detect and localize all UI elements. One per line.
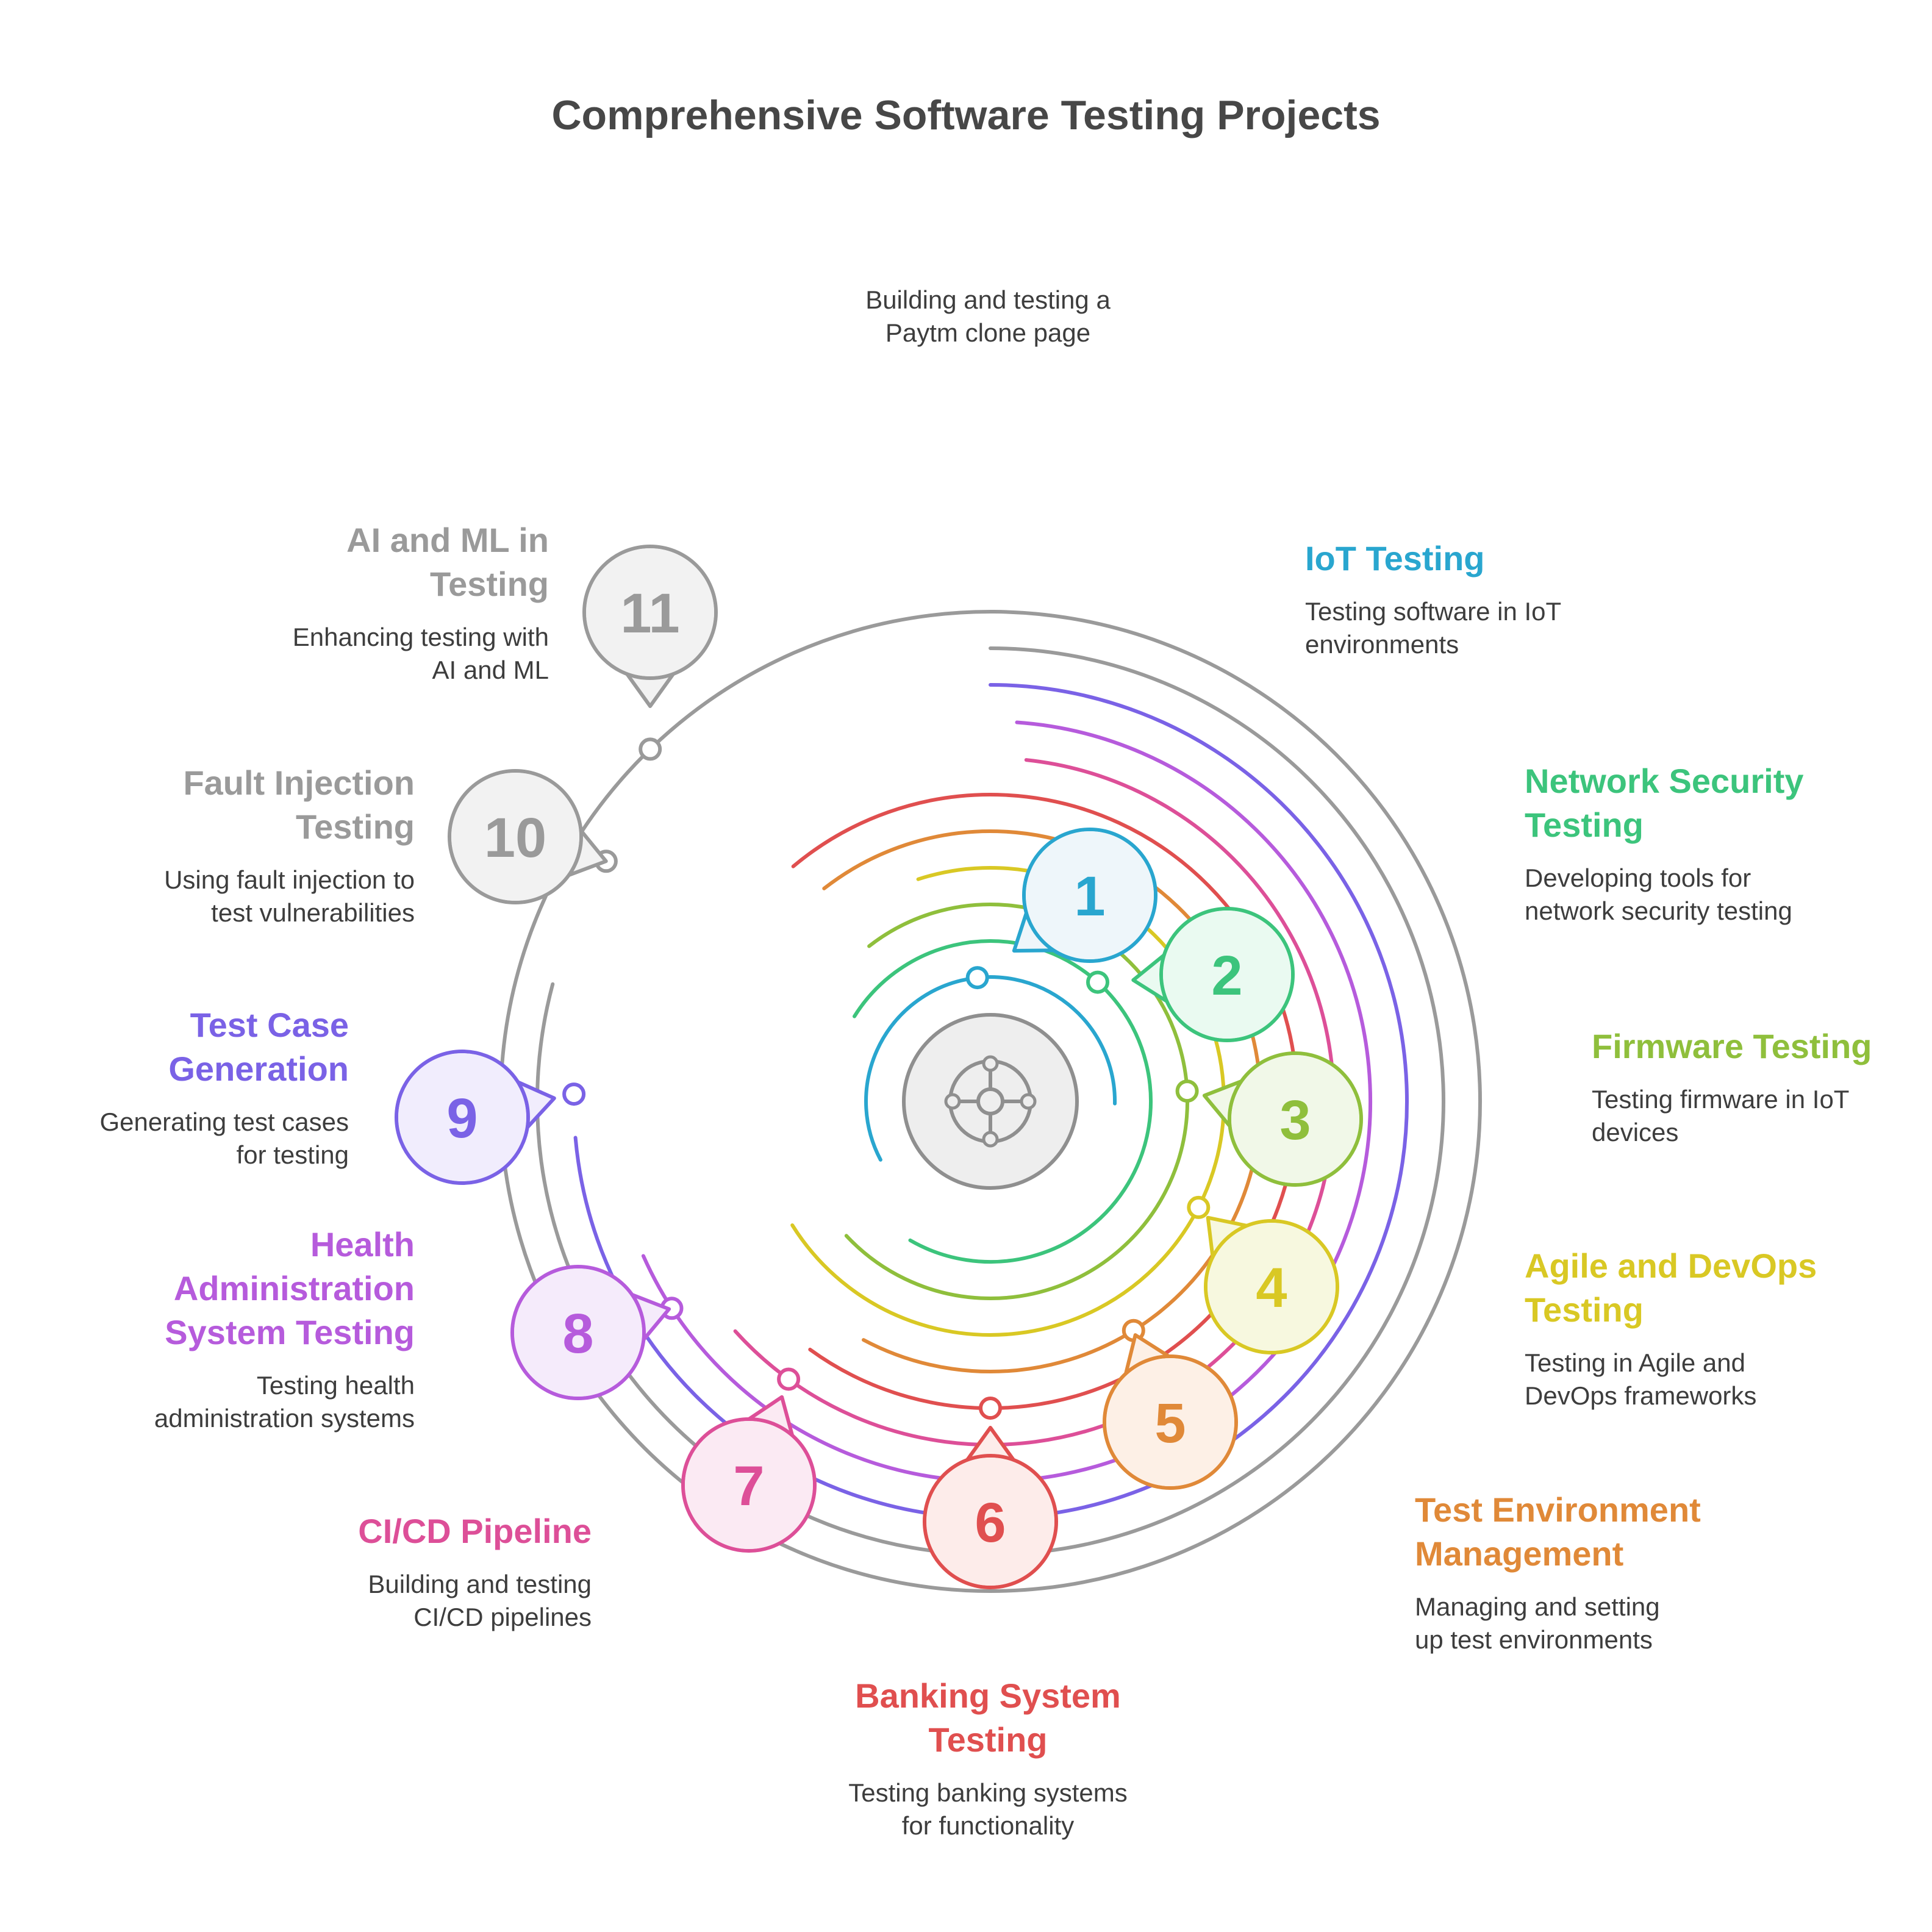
bubble-fill xyxy=(1106,1358,1234,1486)
label-item-6: Banking System Testing Testing banking s… xyxy=(793,1674,1183,1842)
label-desc: Enhancing testing with AI and ML xyxy=(292,623,549,684)
page-title: Comprehensive Software Testing Projects xyxy=(551,92,1381,138)
bubble-5: 5 xyxy=(1103,1333,1238,1490)
bubble-fill xyxy=(398,1053,526,1181)
ring-marker-2 xyxy=(1086,970,1109,994)
paytm-note: Building and testing a Paytm clone page xyxy=(817,284,1159,349)
ring-arc-2 xyxy=(853,939,1153,1264)
bubble-3: 3 xyxy=(1202,1051,1363,1187)
outer-ring-arc xyxy=(528,610,1482,1593)
bubble-fill xyxy=(1163,911,1291,1039)
bubble-fill xyxy=(451,773,579,901)
bubble-fill xyxy=(926,1458,1054,1586)
ring-arc-1 xyxy=(864,975,1117,1162)
label-item-11: AI and ML in Testing Enhancing testing w… xyxy=(183,518,549,687)
ring-marker-11 xyxy=(639,737,662,761)
ring-marker-4 xyxy=(1187,1195,1211,1219)
bubble-9: 9 xyxy=(395,1050,556,1185)
label-title: Agile and DevOps Testing xyxy=(1525,1247,1817,1329)
label-item-2: Network Security Testing Developing tool… xyxy=(1525,759,1915,928)
bubble-fill xyxy=(586,548,714,676)
bubble-number: 8 xyxy=(562,1303,593,1365)
bubble-number: 11 xyxy=(620,582,679,645)
hub-icon xyxy=(902,1013,1079,1190)
label-title: Test Environment Management xyxy=(1415,1490,1701,1573)
label-item-4: Agile and DevOps Testing Testing in Agil… xyxy=(1525,1244,1915,1412)
paytm-note-text: Building and testing a Paytm clone page xyxy=(865,285,1111,347)
bubble-number: 7 xyxy=(733,1455,764,1517)
ring-marker-3 xyxy=(1175,1079,1199,1103)
bubble-number: 5 xyxy=(1154,1392,1186,1454)
label-item-1: IoT Testing Testing software in IoT envi… xyxy=(1305,537,1793,661)
bubble-number: 10 xyxy=(484,807,546,869)
label-title: Health Administration System Testing xyxy=(165,1225,415,1351)
label-item-10: Fault Injection Testing Using fault inje… xyxy=(61,761,415,929)
bubble-7: 7 xyxy=(681,1395,817,1553)
bubble-6: 6 xyxy=(923,1426,1058,1589)
bubbles-layer: 1 2 3 4 5 6 7 8 9 10 11 xyxy=(395,545,1363,1589)
bubble-fill xyxy=(685,1421,813,1549)
label-desc: Developing tools for network security te… xyxy=(1525,864,1792,925)
bubble-number: 4 xyxy=(1256,1257,1287,1319)
bubble-fill xyxy=(1026,831,1154,959)
label-desc: Managing and setting up test environment… xyxy=(1415,1592,1660,1654)
label-title: Banking System Testing xyxy=(855,1676,1121,1759)
ring-marker-6 xyxy=(979,1397,1002,1420)
label-title: CI/CD Pipeline xyxy=(358,1512,592,1550)
label-item-5: Test Environment Management Managing and… xyxy=(1415,1488,1842,1656)
bubble-4: 4 xyxy=(1204,1215,1339,1354)
ring-arc-3 xyxy=(844,903,1189,1300)
label-desc: Testing firmware in IoT devices xyxy=(1592,1085,1850,1147)
label-title: AI and ML in Testing xyxy=(346,521,549,603)
bubble-fill xyxy=(514,1268,642,1397)
label-desc: Building and testing CI/CD pipelines xyxy=(368,1570,592,1631)
ring-marker-7 xyxy=(777,1367,801,1391)
bubble-8: 8 xyxy=(510,1265,671,1400)
label-desc: Testing software in IoT environments xyxy=(1305,597,1562,659)
bubble-number: 6 xyxy=(975,1492,1006,1554)
bubble-fill xyxy=(1231,1055,1359,1183)
label-item-8: Health Administration System Testing Tes… xyxy=(49,1223,415,1435)
label-desc: Testing banking systems for functionalit… xyxy=(848,1778,1128,1840)
label-item-3: Firmware Testing Testing firmware in IoT… xyxy=(1592,1025,1921,1149)
label-item-9: Test Case Generation Generating test cas… xyxy=(37,1003,349,1172)
bubble-11: 11 xyxy=(582,545,718,708)
ring-arc-9 xyxy=(573,683,1409,1520)
label-title: Network Security Testing xyxy=(1525,762,1804,844)
ring-marker-1 xyxy=(965,966,989,990)
bubble-number: 1 xyxy=(1074,865,1105,928)
label-title: IoT Testing xyxy=(1305,539,1485,578)
label-item-7: CI/CD Pipeline Building and testing CI/C… xyxy=(256,1509,592,1634)
bubble-number: 3 xyxy=(1279,1089,1311,1151)
label-title: Firmware Testing xyxy=(1592,1027,1872,1065)
ring-marker-9 xyxy=(562,1082,586,1106)
label-desc: Testing health administration systems xyxy=(154,1371,415,1433)
bubble-2: 2 xyxy=(1131,907,1295,1042)
label-desc: Generating test cases for testing xyxy=(99,1107,349,1169)
bubble-1: 1 xyxy=(1012,828,1157,963)
label-desc: Using fault injection to test vulnerabil… xyxy=(164,865,415,927)
bubble-number: 2 xyxy=(1211,945,1242,1007)
label-title: Fault Injection Testing xyxy=(183,764,415,846)
bubble-fill xyxy=(1208,1223,1336,1351)
ring-arc-11 xyxy=(498,932,748,1528)
bubble-10: 10 xyxy=(448,769,608,904)
bubble-number: 9 xyxy=(446,1087,478,1150)
label-title: Test Case Generation xyxy=(168,1006,349,1088)
label-desc: Testing in Agile and DevOps frameworks xyxy=(1525,1348,1757,1410)
